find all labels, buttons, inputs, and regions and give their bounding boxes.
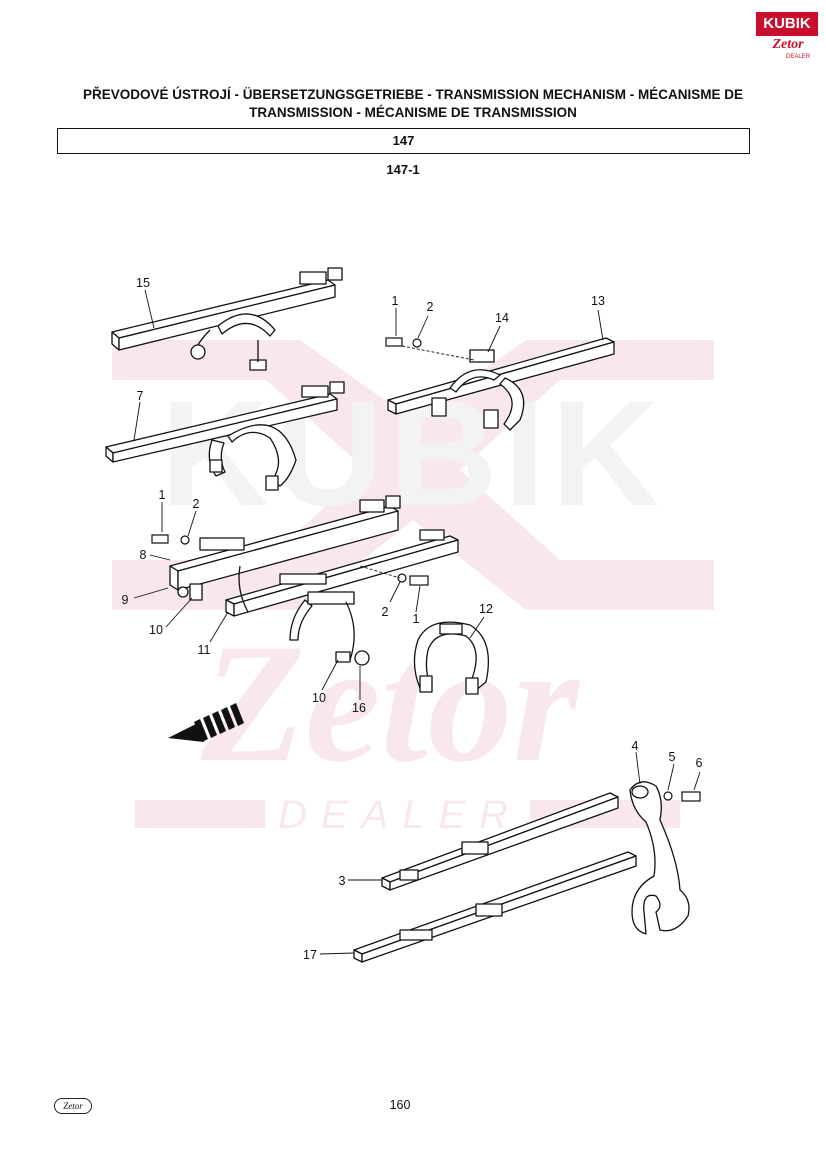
shift-rod-11: [225, 529, 459, 666]
kubik-zetor-logo: KUBIK Zetor DEALER: [756, 12, 818, 62]
logo-kubik-text: KUBIK: [756, 12, 818, 36]
direction-arrow: [168, 703, 244, 742]
callout-5: 5: [668, 750, 676, 764]
callout-1-mid: 1: [412, 612, 420, 626]
logo-zetor-text: Zetor: [772, 37, 804, 52]
washer-2-top: [412, 338, 422, 348]
callout-10-left: 10: [149, 623, 163, 637]
shift-rod-17: [353, 851, 637, 963]
page-title: PŘEVODOVÉ ÚSTROJÍ - ÜBERSETZUNGSGETRIEBE…: [40, 86, 786, 122]
shift-rod-8: [169, 495, 401, 601]
callout-12: 12: [479, 602, 493, 616]
shift-rod-3: [381, 792, 619, 891]
washer-2-left: [180, 535, 190, 545]
washer-5: [663, 791, 673, 801]
title-line-1: PŘEVODOVÉ ÚSTROJÍ - ÜBERSETZUNGSGETRIEBE…: [82, 87, 744, 102]
callout-2-mid: 2: [381, 605, 389, 619]
bolt-1-top: [385, 337, 403, 347]
callout-13: 13: [591, 294, 605, 308]
callout-7: 7: [136, 389, 144, 403]
page-number: 160: [389, 1098, 411, 1112]
bolt-1-mid: [409, 575, 429, 586]
callout-9: 9: [121, 593, 129, 607]
title-line-2: TRANSMISSION - MÉCANISME DE TRANSMISSION: [249, 105, 577, 120]
washer-2-mid: [397, 573, 407, 583]
shift-rod-7: [105, 381, 345, 491]
leader-lines: [133, 289, 701, 955]
bolt-6: [681, 791, 701, 802]
watermark-dealer: DEALER: [278, 793, 522, 837]
callout-10-bottom: 10: [312, 691, 326, 705]
shift-fork-4: [629, 781, 690, 935]
callout-2-top: 2: [426, 300, 434, 314]
shift-fork-12: [413, 621, 489, 695]
callout-8: 8: [139, 548, 147, 562]
callout-4: 4: [631, 739, 639, 753]
callout-3: 3: [338, 874, 346, 888]
callout-17: 17: [303, 948, 317, 962]
callout-11: 11: [197, 643, 211, 657]
figure-number: 147-1: [386, 162, 420, 177]
footer-zetor-logo: Zetor: [54, 1098, 92, 1114]
callout-16: 16: [352, 701, 366, 715]
callout-2-left: 2: [192, 497, 200, 511]
callout-1-top: 1: [391, 294, 399, 308]
callout-14: 14: [495, 311, 509, 325]
group-number-box: 147: [57, 128, 750, 154]
callout-1-left: 1: [158, 488, 166, 502]
logo-dealer-text: DEALER: [786, 54, 811, 60]
callout-15: 15: [136, 276, 150, 290]
watermark-zetor: Zetor: [200, 609, 581, 797]
fasteners: [151, 337, 701, 802]
callout-6: 6: [695, 756, 703, 770]
shift-rod-13: [387, 337, 615, 431]
bolt-1-left: [151, 534, 169, 544]
shift-rod-15: [111, 267, 343, 371]
